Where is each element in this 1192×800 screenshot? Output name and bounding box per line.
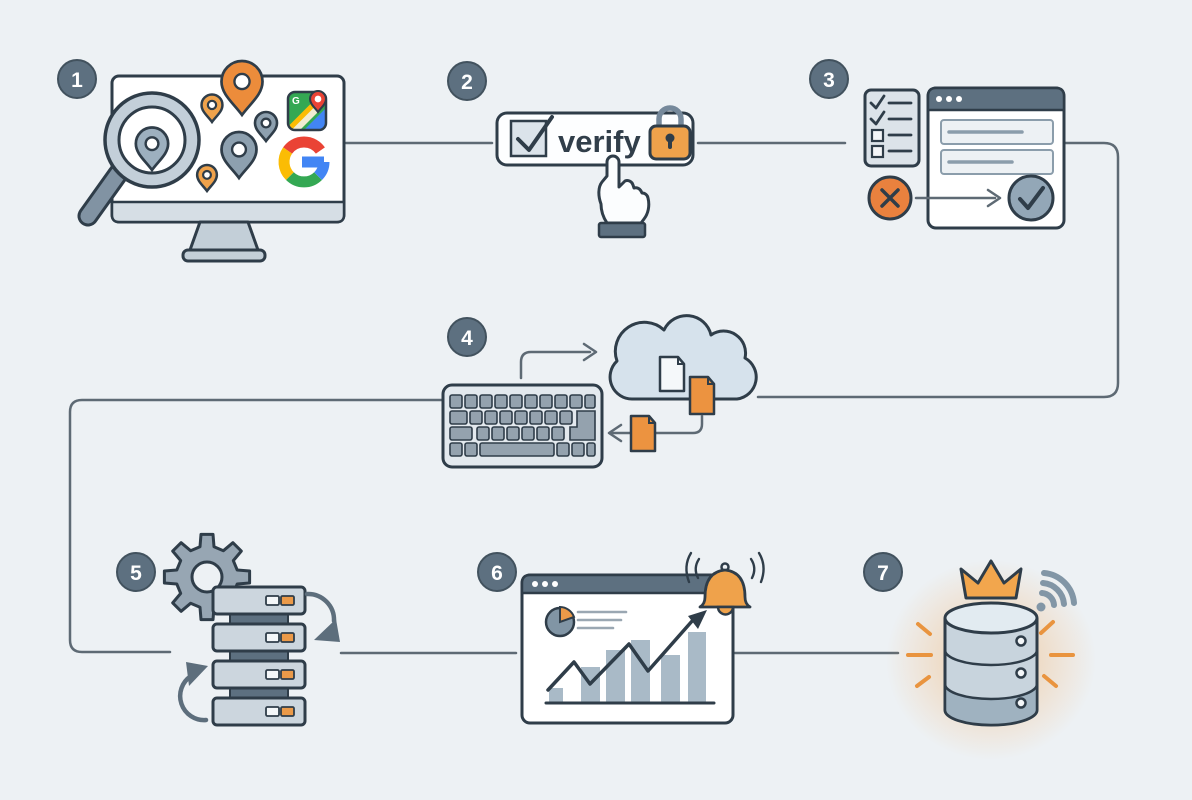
step-number: 7 xyxy=(877,562,889,585)
step-1-search: G 1 xyxy=(57,59,346,263)
checklist-icon xyxy=(863,88,921,168)
step-3-validation: 3 xyxy=(809,59,1066,230)
download-arrow xyxy=(610,414,704,435)
server-stack-icon xyxy=(211,585,307,727)
step-4-badge: 4 xyxy=(447,317,487,357)
step-6-analytics: 6 xyxy=(477,551,765,725)
step-4-sync: 4 xyxy=(441,314,758,469)
refresh-arrow-icon xyxy=(177,591,340,723)
lock-icon xyxy=(648,105,692,161)
document-icon-orange xyxy=(629,414,657,453)
hand-cursor-icon xyxy=(597,154,651,239)
step-number: 2 xyxy=(461,71,473,94)
success-check-icon xyxy=(1007,174,1055,222)
arrowhead xyxy=(582,342,598,362)
magnifier-icon xyxy=(77,91,201,227)
checkbox-icon xyxy=(509,115,554,158)
maps-g-letter: G xyxy=(292,96,300,107)
step-number: 4 xyxy=(461,327,473,350)
google-maps-icon: G xyxy=(286,89,328,132)
bell-sound-waves xyxy=(685,551,765,584)
step-7-badge: 7 xyxy=(863,552,903,592)
step-5-processing: 5 xyxy=(116,532,340,727)
text-lines xyxy=(576,610,628,630)
step-5-badge: 5 xyxy=(116,552,156,592)
google-g-icon xyxy=(278,136,330,188)
step-7-database: 7 xyxy=(863,552,1096,760)
arrowhead xyxy=(986,188,1002,208)
step-1-badge: 1 xyxy=(57,59,97,99)
document-icon xyxy=(658,355,686,393)
pie-chart-icon xyxy=(544,605,576,638)
keyboard-icon xyxy=(441,383,604,469)
cloud-icon xyxy=(608,314,758,416)
step-6-badge: 6 xyxy=(477,552,517,592)
document-icon-orange xyxy=(688,375,716,416)
step-number: 1 xyxy=(71,69,83,92)
step-number: 5 xyxy=(130,562,142,585)
verify-label: verify xyxy=(558,124,641,159)
upload-arrow xyxy=(519,350,592,380)
connector-step4-step5 xyxy=(68,398,445,654)
map-pin-icons xyxy=(195,59,279,193)
keyboard-keys xyxy=(449,394,596,457)
database-icon xyxy=(943,601,1039,727)
flow-connectors xyxy=(68,141,1120,655)
error-x-icon xyxy=(867,175,913,221)
step-3-badge: 3 xyxy=(809,59,849,99)
growth-arrow-icon xyxy=(546,610,707,692)
server-led xyxy=(265,595,295,717)
glow-rays xyxy=(906,620,1075,688)
arrowhead xyxy=(607,423,623,443)
step-number: 3 xyxy=(823,69,835,92)
bell-icon xyxy=(685,551,765,616)
connector-step3-step4 xyxy=(756,141,1120,399)
step-2-badge: 2 xyxy=(447,61,487,101)
step-2-verify: verify 2 xyxy=(447,61,695,239)
browser-chart-icon xyxy=(520,573,735,725)
verify-button[interactable]: verify xyxy=(495,105,695,167)
step-number: 6 xyxy=(491,562,503,585)
crown-icon xyxy=(959,559,1023,600)
wifi-icon xyxy=(1036,570,1077,612)
